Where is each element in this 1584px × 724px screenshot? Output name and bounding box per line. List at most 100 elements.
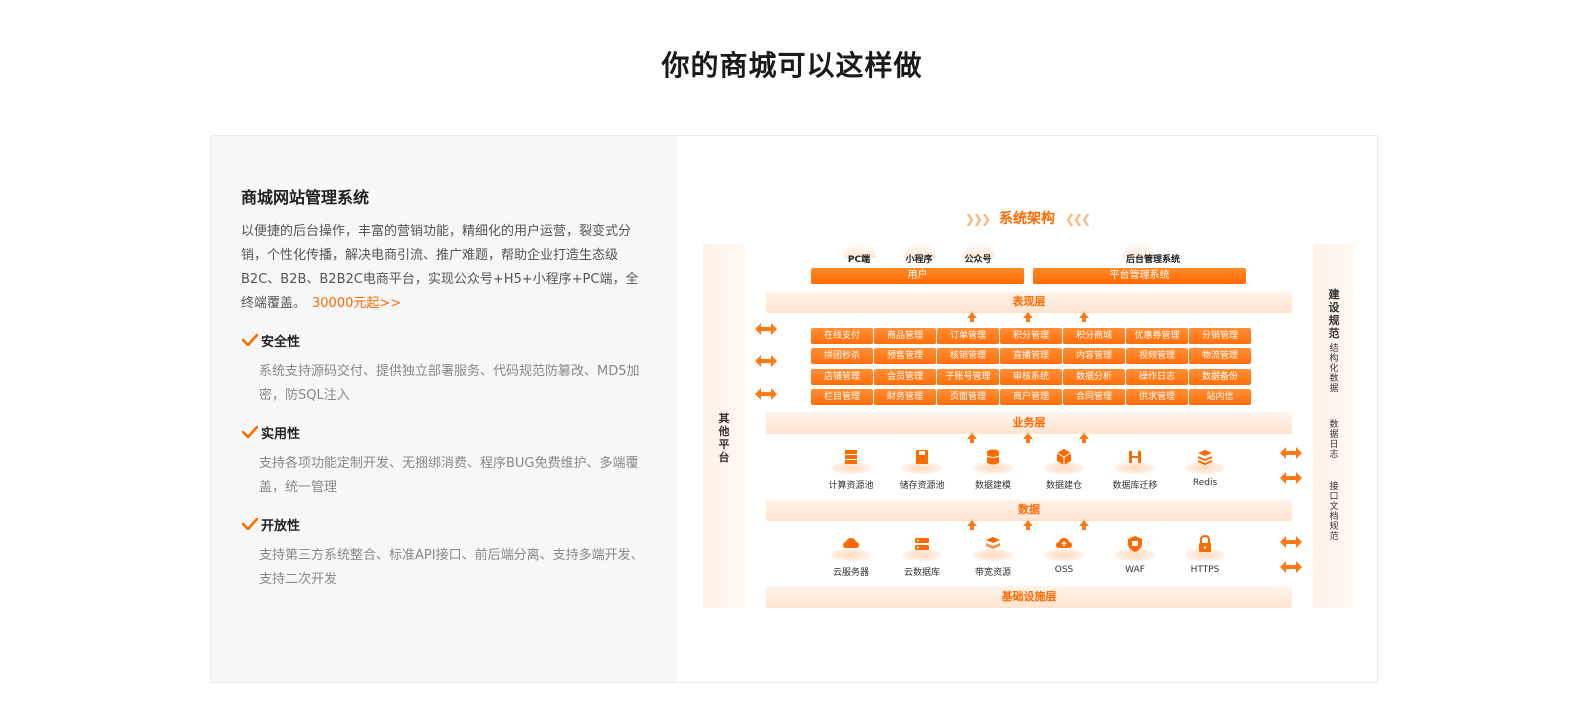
feature-title: 安全性 bbox=[261, 334, 301, 350]
user-bar: 用户 bbox=[811, 268, 1024, 284]
business-layer: 业务层 bbox=[766, 412, 1292, 434]
module-tag: 页面管理 bbox=[937, 389, 999, 405]
module-tag: 积分商城 bbox=[1063, 328, 1125, 344]
module-tag: 栏目管理 bbox=[811, 389, 873, 405]
resource-db-migration: 数据库迁移 bbox=[1105, 446, 1165, 491]
resource-data-modeling: 数据建模 bbox=[963, 446, 1023, 491]
resource-redis: Redis bbox=[1175, 446, 1235, 488]
resource-storage-pool: 储存资源池 bbox=[892, 446, 952, 491]
feature-text: 支持各项功能定制开发、无捆绑消费、程序BUG免费维护、多端覆盖，统一管理 bbox=[259, 456, 639, 495]
module-tag: 合同管理 bbox=[1063, 389, 1125, 405]
shield-icon bbox=[1128, 536, 1142, 552]
module-tag: 分销管理 bbox=[1189, 328, 1251, 344]
module-tag: 审核系统 bbox=[1000, 369, 1062, 385]
architecture-title: ❯❯❯ 系统架构 ❮❮❮ bbox=[677, 208, 1377, 228]
migration-icon bbox=[1129, 451, 1141, 463]
feature-openness: 开放性 支持第三方系统整合、标准API接口、前后端分离、支持多端开发、支持二次开… bbox=[241, 512, 647, 592]
infra-oss: OSS bbox=[1034, 533, 1094, 575]
module-tag: 直播管理 bbox=[1000, 348, 1062, 364]
module-tag: 物流管理 bbox=[1189, 348, 1251, 364]
module-tag: 视频管理 bbox=[1126, 348, 1188, 364]
system-description-text: 以便捷的后台操作，丰富的营销功能，精细化的用户运营，裂变式分销，个性化传播，解决… bbox=[241, 224, 639, 311]
feature-title: 开放性 bbox=[261, 518, 301, 534]
resource-label: 数据建模 bbox=[974, 481, 1011, 491]
module-tag: 供求管理 bbox=[1126, 389, 1188, 405]
system-description: 以便捷的后台操作，丰富的营销功能，精细化的用户运营，裂变式分销，个性化传播，解决… bbox=[241, 220, 649, 316]
stack-icon bbox=[986, 537, 1000, 549]
module-tag: 站内信 bbox=[1189, 389, 1251, 405]
infra-bandwidth: 带宽资源 bbox=[963, 533, 1023, 578]
spec-item-structured-data: 结构化数据 bbox=[1329, 344, 1339, 394]
feature-text: 支持第三方系统整合、标准API接口、前后端分离、支持多端开发、支持二次开发 bbox=[259, 548, 644, 587]
arrow-up-icon bbox=[1023, 312, 1033, 322]
feature-card: 商城网站管理系统 以便捷的后台操作，丰富的营销功能，精细化的用户运营，裂变式分销… bbox=[210, 135, 1378, 683]
module-tag: 会员管理 bbox=[874, 369, 936, 385]
page-title: 你的商城可以这样做 bbox=[661, 49, 923, 82]
chevron-left-icon: ❮❮❮ bbox=[1065, 212, 1091, 226]
system-title: 商城网站管理系统 bbox=[241, 188, 370, 207]
double-arrow-icon bbox=[1280, 536, 1302, 548]
module-tag: 拼团秒杀 bbox=[811, 348, 873, 364]
resource-label: 计算资源池 bbox=[828, 481, 874, 491]
double-arrow-icon bbox=[1280, 447, 1302, 459]
arrow-up-icon bbox=[1079, 520, 1089, 530]
spec-item-data-log: 数据日志 bbox=[1329, 420, 1339, 460]
double-arrow-icon bbox=[755, 388, 777, 400]
chevron-right-icon: ❯❯❯ bbox=[964, 212, 991, 226]
module-tag: 积分管理 bbox=[1000, 328, 1062, 344]
client-pc: PC端 bbox=[847, 255, 871, 265]
architecture-title-text: 系统架构 bbox=[999, 211, 1055, 227]
check-icon bbox=[241, 331, 259, 349]
module-tag: 订单管理 bbox=[937, 328, 999, 344]
cloud-icon bbox=[843, 538, 859, 548]
client-dome bbox=[844, 242, 876, 258]
client-dome bbox=[904, 242, 936, 258]
module-tag: 核销管理 bbox=[937, 348, 999, 364]
data-layer: 数据 bbox=[766, 499, 1292, 521]
module-tag: 优惠券管理 bbox=[1126, 328, 1188, 344]
cube-icon bbox=[1056, 449, 1072, 465]
presentation-layer: 表现层 bbox=[766, 291, 1292, 313]
lock-icon bbox=[1199, 535, 1211, 552]
resource-compute-pool: 计算资源池 bbox=[821, 446, 881, 491]
spec-panel: 建设规范 结构化数据 数据日志 接口文档规范 bbox=[1313, 244, 1355, 608]
resource-label: 储存资源池 bbox=[899, 481, 945, 491]
resource-label: 数据库迁移 bbox=[1112, 481, 1158, 491]
feature-practicality: 实用性 支持各项功能定制开发、无捆绑消费、程序BUG免费维护、多端覆盖，统一管理 bbox=[241, 420, 647, 500]
infra-cloud-database: 云数据库 bbox=[892, 533, 952, 578]
server-icon bbox=[915, 538, 929, 550]
client-dome bbox=[1123, 242, 1155, 258]
cloud-upload-icon bbox=[1056, 538, 1072, 548]
module-tag: 预售管理 bbox=[874, 348, 936, 364]
floppy-icon bbox=[916, 450, 928, 464]
module-tag: 数据分析 bbox=[1063, 369, 1125, 385]
database-icon bbox=[986, 449, 1000, 465]
architecture-diagram: ❯❯❯ 系统架构 ❮❮❮ 其他平台 建设规范 结构化数据 数据日志 接口文档规范 P… bbox=[677, 136, 1377, 682]
client-miniprogram: 小程序 bbox=[905, 255, 933, 265]
admin-system-label: 后台管理系统 bbox=[1125, 255, 1180, 265]
feature-title: 实用性 bbox=[261, 426, 301, 442]
module-tag: 子账号管理 bbox=[937, 369, 999, 385]
arrow-up-icon bbox=[967, 520, 977, 530]
other-platform-panel: 其他平台 bbox=[703, 244, 745, 608]
double-arrow-icon bbox=[755, 323, 777, 335]
layers-icon bbox=[1197, 450, 1213, 466]
check-icon bbox=[241, 515, 259, 533]
double-arrow-icon bbox=[1280, 561, 1302, 573]
infra-https: HTTPS bbox=[1175, 533, 1235, 575]
module-tag: 商品管理 bbox=[874, 328, 936, 344]
resource-data-warehouse: 数据建仓 bbox=[1034, 446, 1094, 491]
client-official-account: 公众号 bbox=[964, 255, 992, 265]
module-tag: 数据备份 bbox=[1189, 369, 1251, 385]
feature-text: 系统支持源码交付、提供独立部署服务、代码规范防篡改、MD5加密，防SQL注入 bbox=[259, 364, 640, 403]
infra-cloud-server: 云服务器 bbox=[821, 533, 881, 578]
admin-platform-bar: 平台管理系统 bbox=[1033, 268, 1246, 284]
feature-security: 安全性 系统支持源码交付、提供独立部署服务、代码规范防篡改、MD5加密，防SQL… bbox=[241, 328, 647, 408]
resource-label: 带宽资源 bbox=[974, 568, 1011, 578]
arrow-up-icon bbox=[1079, 312, 1089, 322]
arrow-up-icon bbox=[1023, 433, 1033, 443]
client-dome bbox=[963, 242, 995, 258]
price-link[interactable]: 30000元起>> bbox=[312, 296, 402, 311]
arrow-up-icon bbox=[1023, 520, 1033, 530]
module-tag: 操作日志 bbox=[1126, 369, 1188, 385]
